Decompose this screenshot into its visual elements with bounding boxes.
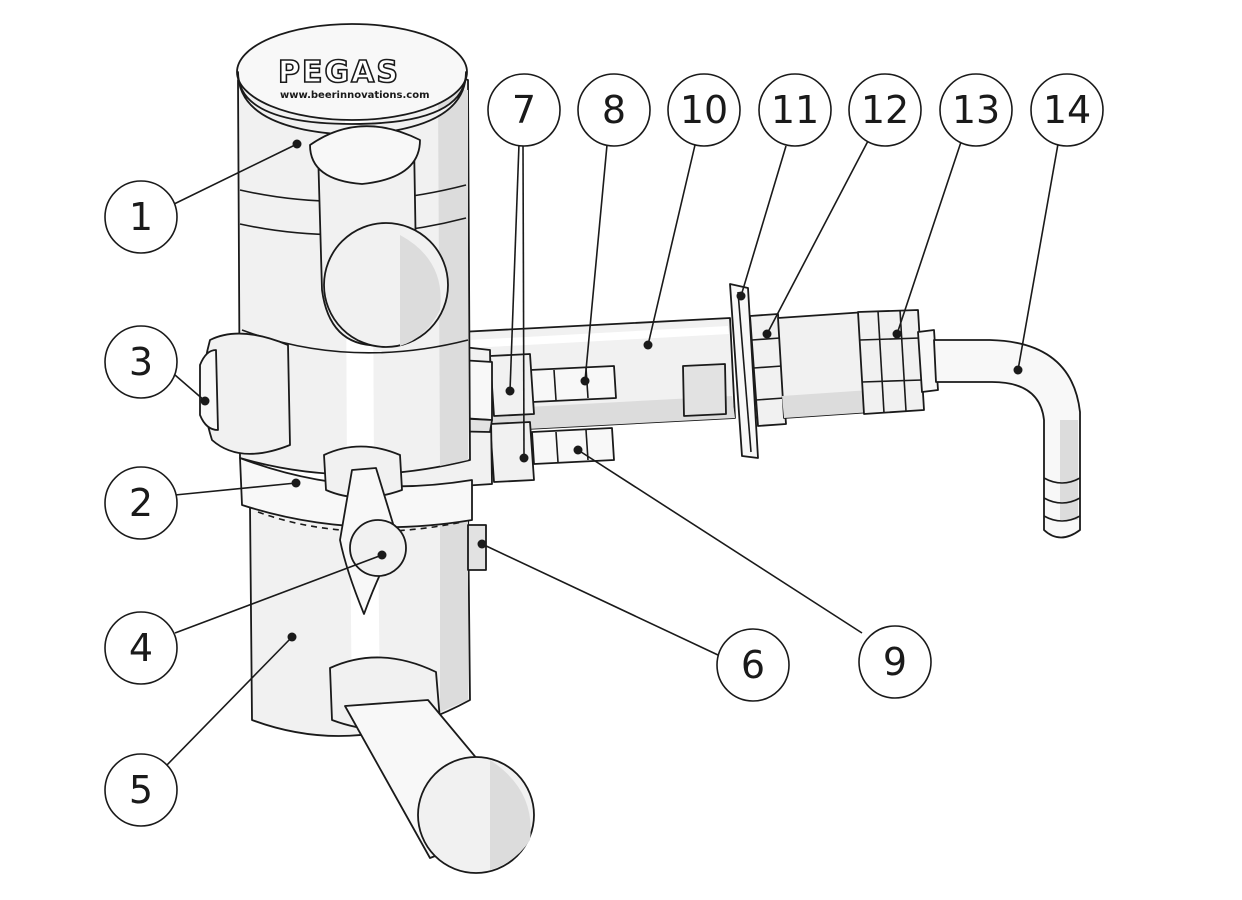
callout-4: 4	[104, 611, 178, 685]
callout-12: 12	[848, 73, 922, 147]
callout-10-label: 10	[680, 88, 728, 132]
callout-4-label: 4	[129, 626, 153, 670]
elbow-tailpiece	[933, 339, 1081, 539]
callout-11: 11	[758, 73, 832, 147]
callout-10: 10	[667, 73, 741, 147]
lower-barb	[531, 427, 615, 465]
callout-14: 14	[1030, 73, 1104, 147]
callout-2-label: 2	[129, 481, 153, 525]
side-knob	[199, 332, 291, 455]
callout-6-label: 6	[741, 643, 765, 687]
tap-illustration: PEGAS www.beerinnovations.com	[199, 23, 1081, 874]
leader-lines	[164, 139, 1059, 768]
callout-7: 7	[487, 73, 561, 147]
brand-url: www.beerinnovations.com	[280, 90, 430, 101]
callout-14-label: 14	[1043, 88, 1091, 132]
callout-7-label: 7	[512, 88, 536, 132]
callout-1: 1	[104, 180, 178, 254]
callout-9: 9	[858, 625, 932, 699]
callout-8: 8	[577, 73, 651, 147]
spout	[329, 656, 535, 874]
callout-8-label: 8	[602, 88, 626, 132]
callout-3-label: 3	[129, 340, 153, 384]
tap-lever-handle	[309, 125, 449, 348]
callout-9-label: 9	[883, 640, 907, 684]
hex-lock-nut	[749, 313, 787, 427]
callout-13: 13	[939, 73, 1013, 147]
callout-13-label: 13	[952, 88, 1000, 132]
callout-3: 3	[104, 325, 178, 399]
callout-2: 2	[104, 466, 178, 540]
callout-12-label: 12	[861, 88, 909, 132]
upper-barb	[529, 365, 617, 403]
callout-5: 5	[104, 753, 178, 827]
callout-1-label: 1	[129, 195, 153, 239]
top-cap: PEGAS www.beerinnovations.com	[236, 23, 468, 136]
callouts: 1 2 3 4 5 6 7 8	[104, 73, 1104, 827]
callout-6: 6	[716, 628, 790, 702]
callout-5-label: 5	[129, 768, 153, 812]
callout-11-label: 11	[771, 88, 819, 132]
coupling-nut	[857, 309, 939, 415]
wall-flange	[729, 283, 759, 459]
rear-shank	[777, 311, 873, 419]
brand-logo: PEGAS	[278, 55, 400, 90]
